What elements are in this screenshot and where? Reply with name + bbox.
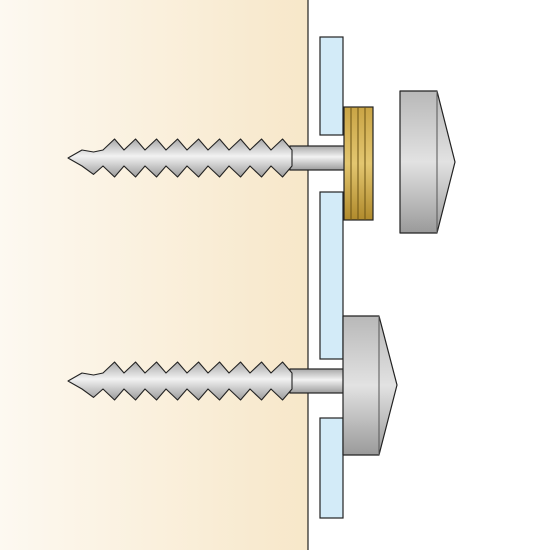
glass-segment-middle (319, 191, 344, 360)
screw-lower (67, 361, 347, 401)
cover-cap-lower-body (342, 315, 398, 456)
glass-panel (319, 36, 344, 519)
screw-upper-thread (67, 138, 293, 178)
cover-cap-lower (342, 315, 398, 456)
cover-cap-upper (399, 90, 456, 234)
wall (0, 0, 308, 550)
screw-upper (67, 138, 347, 178)
screw-upper-shank (289, 145, 347, 171)
glass-segment-top (319, 36, 344, 136)
brass-spacer (343, 106, 374, 221)
cover-cap-upper-body (399, 90, 456, 234)
glass-segment-bottom (319, 417, 344, 519)
screw-lower-shank (289, 368, 347, 394)
screw-lower-thread (67, 361, 293, 401)
